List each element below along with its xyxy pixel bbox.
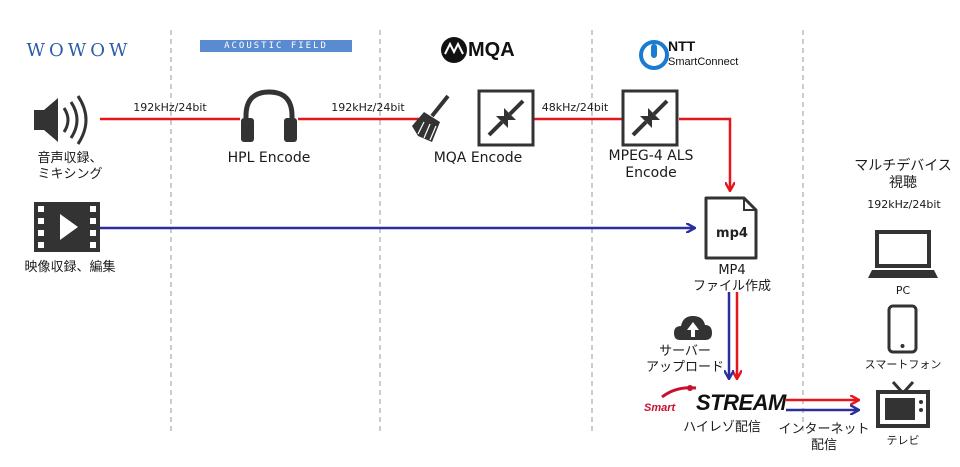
film-icon — [34, 202, 100, 252]
pc-icon — [868, 230, 938, 278]
mqa-encode-label: MQA Encode — [433, 150, 523, 166]
audio-source-label-line2: ミキシング — [37, 167, 103, 182]
video-flow — [100, 228, 858, 410]
smartphone-label: スマートフォン — [864, 358, 942, 371]
ntt-logo-mark — [639, 40, 669, 70]
smart-stream-logo-stream: STREAM — [696, 390, 786, 415]
headphones-icon — [241, 89, 297, 142]
internet-delivery-label-line1: インターネット — [778, 422, 870, 437]
stage-dividers — [170, 30, 804, 435]
mp4-file-icon — [704, 196, 758, 260]
rate-label-1: 192kHz/24bit — [133, 101, 207, 114]
mp4-label-line2: ファイル作成 — [692, 279, 771, 294]
compress-icon-als — [621, 89, 679, 147]
devices-title-line1: マルチデバイス — [854, 158, 952, 174]
als-encode-label-line1: MPEG-4 ALS — [608, 148, 694, 164]
ntt-logo-text: NTT — [668, 38, 696, 54]
video-source-label: 映像収録、編集 — [24, 260, 116, 275]
pc-label: PC — [895, 284, 911, 297]
audio-flow — [100, 117, 858, 400]
devices-rate: 192kHz/24bit — [867, 198, 941, 211]
rate-label-3: 48kHz/24bit — [541, 101, 609, 114]
tv-label: テレビ — [886, 434, 920, 447]
upload-label-line2: アップロード — [645, 360, 724, 375]
audio-to-mp4-arrow — [679, 117, 730, 190]
mp4-label-line1: MP4 — [718, 263, 746, 278]
audio-source-label: 音声収録、 ミキシング — [14, 151, 126, 183]
mqa-logo-text: MQA — [468, 39, 515, 61]
upload-label-line1: サーバー — [659, 344, 711, 359]
devices-title: マルチデバイス 視聴 — [838, 158, 960, 192]
mqa-logo-mark — [441, 37, 467, 63]
hpl-encode-label: HPL Encode — [227, 150, 311, 166]
audio-source-label-line1: 音声収録、 — [37, 151, 103, 166]
devices-title-line2: 視聴 — [889, 175, 917, 191]
internet-delivery-label-line2: 配信 — [810, 438, 837, 453]
acoustic-field-logo: ACOUSTIC FIELD — [200, 40, 352, 52]
als-encode-label-line2: Encode — [625, 165, 677, 181]
cloud-upload-icon — [674, 316, 712, 340]
als-encode-label: MPEG-4 ALS Encode — [596, 148, 706, 182]
broom-icon — [412, 94, 450, 142]
smart-stream-swoosh — [661, 385, 697, 399]
ntt-smartconnect-text: SmartConnect — [668, 56, 739, 68]
tv-icon — [876, 380, 930, 428]
wowow-logo: WOWOW — [26, 40, 132, 61]
rate-label-2: 192kHz/24bit — [331, 101, 405, 114]
smart-stream-logo-smart: Smart — [644, 402, 676, 414]
speaker-icon — [34, 95, 88, 145]
compress-icon — [477, 89, 535, 147]
internet-delivery-label: インターネット 配信 — [776, 422, 872, 454]
smartphone-icon — [887, 304, 918, 354]
upload-label: サーバー アップロード — [640, 344, 730, 376]
hires-delivery-label: ハイレゾ配信 — [683, 420, 761, 435]
mp4-label: MP4 ファイル作成 — [680, 263, 784, 295]
mp4-file-icon-text: mp4 — [716, 226, 748, 241]
